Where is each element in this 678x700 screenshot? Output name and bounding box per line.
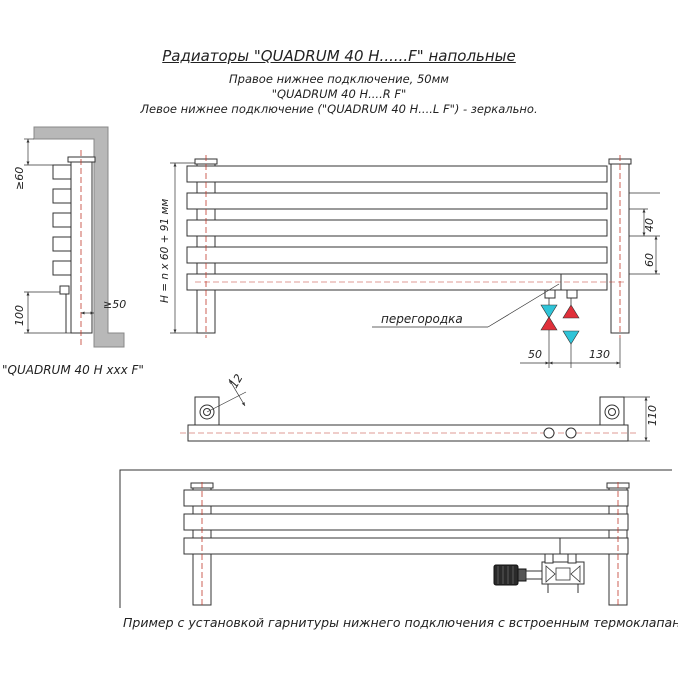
example-bar-2 bbox=[183, 513, 629, 531]
dim-connection-label: 50 bbox=[528, 348, 542, 361]
front-bar-2 bbox=[186, 192, 608, 210]
front-fitting-1 bbox=[544, 289, 556, 299]
connection-note: Правое нижнее подключение, 50мм bbox=[229, 72, 449, 86]
wall-shape bbox=[33, 126, 125, 348]
partition-label: перегородка bbox=[381, 312, 463, 326]
model-code-right: "QUADRUM 40 H....R F" bbox=[271, 87, 407, 101]
side-bar-4 bbox=[52, 236, 72, 252]
dim-bar-label: 40 bbox=[643, 218, 656, 232]
side-bar-1 bbox=[52, 164, 72, 180]
dim-bottom-label: 100 bbox=[13, 305, 26, 326]
side-bar-3 bbox=[52, 212, 72, 228]
side-view-caption: "QUADRUM 40 H xxx F" bbox=[2, 363, 144, 377]
top-view: 12 110 bbox=[180, 372, 659, 442]
top-connection-2 bbox=[565, 427, 577, 439]
example-caption: Пример с установкой гарнитуры нижнего по… bbox=[123, 615, 678, 630]
example-frame bbox=[119, 469, 672, 608]
front-bar-3 bbox=[186, 219, 608, 237]
flow-arrow-red-up bbox=[540, 316, 558, 331]
top-connection-1 bbox=[543, 427, 555, 439]
dim-depth-label: 110 bbox=[646, 405, 659, 426]
side-post-cap bbox=[67, 156, 96, 163]
dim-offset-label: 130 bbox=[589, 348, 610, 361]
side-bar-2 bbox=[52, 188, 72, 204]
example-bar-1 bbox=[183, 489, 629, 507]
example-bar-3 bbox=[183, 537, 629, 555]
side-bar-5 bbox=[52, 260, 72, 276]
valve-cone-2 bbox=[570, 565, 581, 583]
mirror-note: Левое нижнее подключение ("QUADRUM 40 H.… bbox=[140, 102, 538, 116]
dim-pitch-label: 60 bbox=[643, 253, 656, 267]
side-post bbox=[70, 159, 93, 334]
dim-top-label: ≥60 bbox=[13, 167, 26, 190]
side-view: ≥60 100 ≥50 bbox=[13, 126, 126, 348]
front-bar-1 bbox=[186, 165, 608, 183]
dim-line-angle bbox=[228, 378, 246, 407]
front-view: H = n x 60 + 91 мм 40 60 перегородка 50 … bbox=[159, 155, 660, 368]
flow-arrow-red-up-2 bbox=[562, 304, 580, 319]
example-view bbox=[119, 469, 672, 608]
flow-arrow-cyan-down bbox=[540, 304, 558, 319]
front-bar-4 bbox=[186, 246, 608, 264]
front-fitting-2 bbox=[566, 289, 578, 299]
flow-arrow-cyan-down-2 bbox=[562, 330, 580, 345]
side-valve bbox=[59, 285, 70, 295]
page-title: Радиаторы "QUADRUM 40 H......F" напольны… bbox=[162, 47, 516, 65]
dim-angle-label: 12 bbox=[227, 372, 245, 391]
valve-cone-1 bbox=[545, 565, 556, 583]
height-formula: H = n x 60 + 91 мм bbox=[159, 199, 171, 303]
dim-wall-label: ≥50 bbox=[103, 298, 126, 311]
